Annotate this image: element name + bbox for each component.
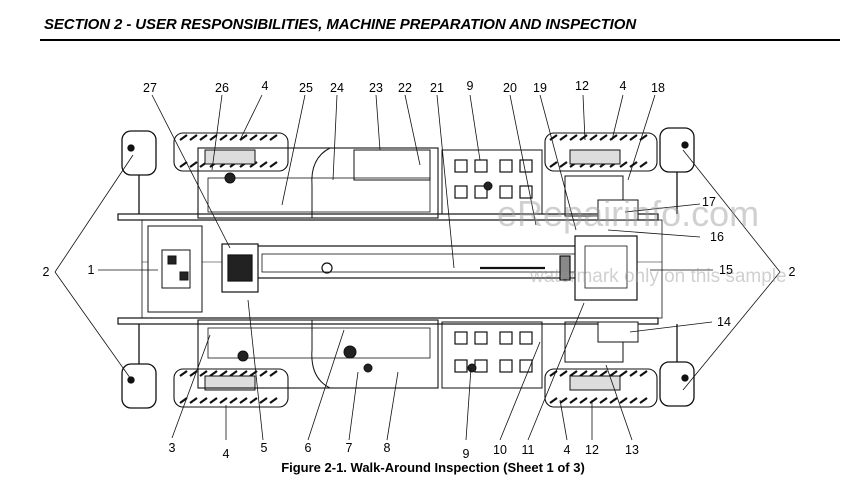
callout-label: 25 bbox=[299, 80, 313, 95]
header-rule bbox=[40, 39, 840, 41]
callout-label: 20 bbox=[503, 80, 517, 95]
hydraulic-tanks bbox=[353, 149, 543, 389]
callout-label: 24 bbox=[330, 80, 344, 95]
callout-label: 2 bbox=[788, 264, 796, 279]
outrigger-pads bbox=[121, 127, 695, 409]
watermark-note: watermark only on this sample bbox=[530, 266, 787, 287]
callout-label: 6 bbox=[304, 440, 312, 455]
axle-components bbox=[147, 172, 639, 373]
callout-label: 23 bbox=[369, 80, 383, 95]
callout-label: 9 bbox=[466, 78, 474, 93]
figure-caption: Figure 2-1. Walk-Around Inspection (Shee… bbox=[281, 460, 585, 475]
callout-label: 4 bbox=[619, 78, 627, 93]
wheel-hubs bbox=[204, 149, 621, 391]
callout-label: 11 bbox=[521, 442, 535, 457]
callout-label: 16 bbox=[710, 229, 724, 244]
callout-label: 4 bbox=[222, 446, 230, 461]
callout-label: 5 bbox=[260, 440, 268, 455]
callout-label: 13 bbox=[625, 442, 639, 457]
callout-label: 10 bbox=[493, 442, 507, 457]
callout-label: 8 bbox=[383, 440, 391, 455]
callout-label: 14 bbox=[717, 314, 731, 329]
callout-label: 2 bbox=[42, 264, 50, 279]
upper-platform bbox=[197, 147, 439, 389]
watermark-site: eRepairinfo.com bbox=[497, 193, 760, 234]
callout-label: 19 bbox=[533, 80, 547, 95]
callout-label: 4 bbox=[261, 78, 269, 93]
leader-lines bbox=[54, 94, 781, 441]
boom-assembly bbox=[221, 235, 638, 301]
callout-label: 17 bbox=[702, 194, 716, 209]
callout-label: 27 bbox=[143, 80, 157, 95]
callout-label: 21 bbox=[430, 80, 444, 95]
callout-label: 12 bbox=[585, 442, 599, 457]
callout-label: 22 bbox=[398, 80, 412, 95]
callout-label: 15 bbox=[719, 262, 733, 277]
callout-label: 12 bbox=[575, 78, 589, 93]
callout-label: 7 bbox=[345, 440, 353, 455]
callout-label: 18 bbox=[651, 80, 665, 95]
callout-label: 1 bbox=[87, 262, 95, 277]
callout-label: 9 bbox=[462, 446, 470, 461]
callout-label: 3 bbox=[168, 440, 176, 455]
callout-label: 4 bbox=[563, 442, 571, 457]
callout-label: 26 bbox=[215, 80, 229, 95]
section-header: SECTION 2 - USER RESPONSIBILITIES, MACHI… bbox=[44, 16, 637, 33]
